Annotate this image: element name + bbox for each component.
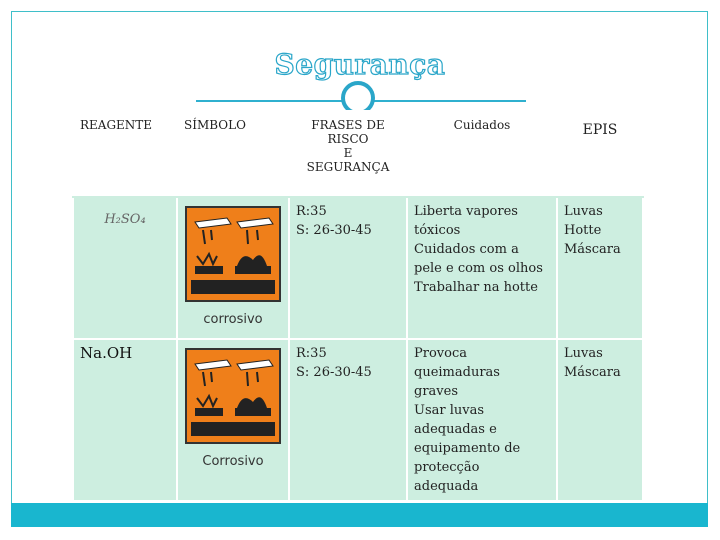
reagente-cell: Na.OH — [72, 338, 178, 502]
reagente-cell: H₂SO₄ — [72, 196, 178, 340]
table-row: Na.OH Corrosivo R:35 S: 26-30-45 Provoca… — [72, 338, 644, 502]
simbolo-cell: Corrosivo — [176, 338, 290, 502]
reagente-formula: Na.OH — [80, 344, 133, 362]
frases-cell: R:35 S: 26-30-45 — [288, 338, 408, 502]
header-simbolo: SÍMBOLO — [176, 110, 290, 198]
corrosive-hazard-icon — [185, 206, 281, 302]
simbolo-label: corrosivo — [203, 312, 263, 327]
simbolo-label: Corrosivo — [202, 454, 264, 469]
epis-cell: Luvas Máscara — [556, 338, 644, 502]
epis-cell: Luvas Hotte Máscara — [556, 196, 644, 340]
safety-table: REAGENTE SÍMBOLO FRASES DE RISCO E SEGUR… — [72, 110, 644, 502]
footer-bar — [11, 503, 708, 527]
table-row: H₂SO₄ corrosivo R:35 S: 26-30-45 Liberta… — [72, 196, 644, 340]
cuidados-cell: Provoca queimaduras graves Usar luvas ad… — [406, 338, 558, 502]
header-epis: EPIS — [556, 110, 644, 198]
corrosive-hazard-icon — [185, 348, 281, 444]
page-title: Segurança — [274, 47, 446, 81]
simbolo-cell: corrosivo — [176, 196, 290, 340]
header-frases: FRASES DE RISCO E SEGURANÇA — [288, 110, 408, 198]
frases-cell: R:35 S: 26-30-45 — [288, 196, 408, 340]
cuidados-cell: Liberta vapores tóxicos Cuidados com a p… — [406, 196, 558, 340]
header-cuidados: Cuidados — [406, 110, 558, 198]
reagente-formula: H₂SO₄ — [104, 212, 146, 227]
table-header-row: REAGENTE SÍMBOLO FRASES DE RISCO E SEGUR… — [72, 110, 644, 198]
header-reagente: REAGENTE — [72, 110, 178, 198]
